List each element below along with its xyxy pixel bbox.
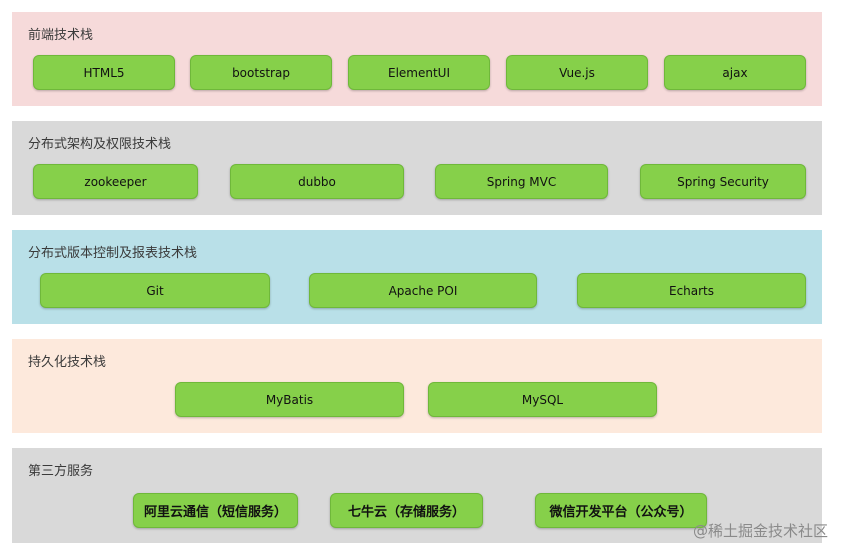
section-title: 分布式版本控制及报表技术栈 — [28, 246, 198, 261]
section-title: 第三方服务 — [28, 464, 94, 479]
tech-item-echarts: Echarts — [577, 273, 806, 308]
service-item-qiniu-storage: 七牛云（存储服务） — [330, 493, 483, 528]
section-title: 分布式架构及权限技术栈 — [28, 137, 172, 152]
watermark-text: @稀土掘金技术社区 — [692, 522, 828, 540]
service-item-wechat-platform: 微信开发平台（公众号） — [535, 493, 707, 528]
section-frontend: 前端技术栈 HTML5 bootstrap ElementUI Vue.js a… — [12, 12, 822, 106]
tech-item-bootstrap: bootstrap — [190, 55, 332, 90]
tech-item-git: Git — [40, 273, 270, 308]
section-version-control-reporting: 分布式版本控制及报表技术栈 Git Apache POI Echarts — [12, 230, 822, 324]
tech-item-ajax: ajax — [664, 55, 806, 90]
tech-item-zookeeper: zookeeper — [33, 164, 198, 199]
section-third-party-services: 第三方服务 阿里云通信（短信服务） 七牛云（存储服务） 微信开发平台（公众号） — [12, 448, 822, 543]
tech-item-html5: HTML5 — [33, 55, 175, 90]
service-item-aliyun-sms: 阿里云通信（短信服务） — [133, 493, 298, 528]
tech-item-mysql: MySQL — [428, 382, 657, 417]
section-persistence: 持久化技术栈 MyBatis MySQL — [12, 339, 822, 433]
tech-item-mybatis: MyBatis — [175, 382, 404, 417]
tech-item-apache-poi: Apache POI — [309, 273, 537, 308]
tech-item-spring-security: Spring Security — [640, 164, 806, 199]
tech-item-vuejs: Vue.js — [506, 55, 648, 90]
tech-item-dubbo: dubbo — [230, 164, 404, 199]
section-title: 持久化技术栈 — [28, 355, 107, 370]
section-distributed-architecture: 分布式架构及权限技术栈 zookeeper dubbo Spring MVC S… — [12, 121, 822, 215]
section-title: 前端技术栈 — [28, 28, 94, 43]
tech-item-elementui: ElementUI — [348, 55, 490, 90]
tech-item-spring-mvc: Spring MVC — [435, 164, 608, 199]
